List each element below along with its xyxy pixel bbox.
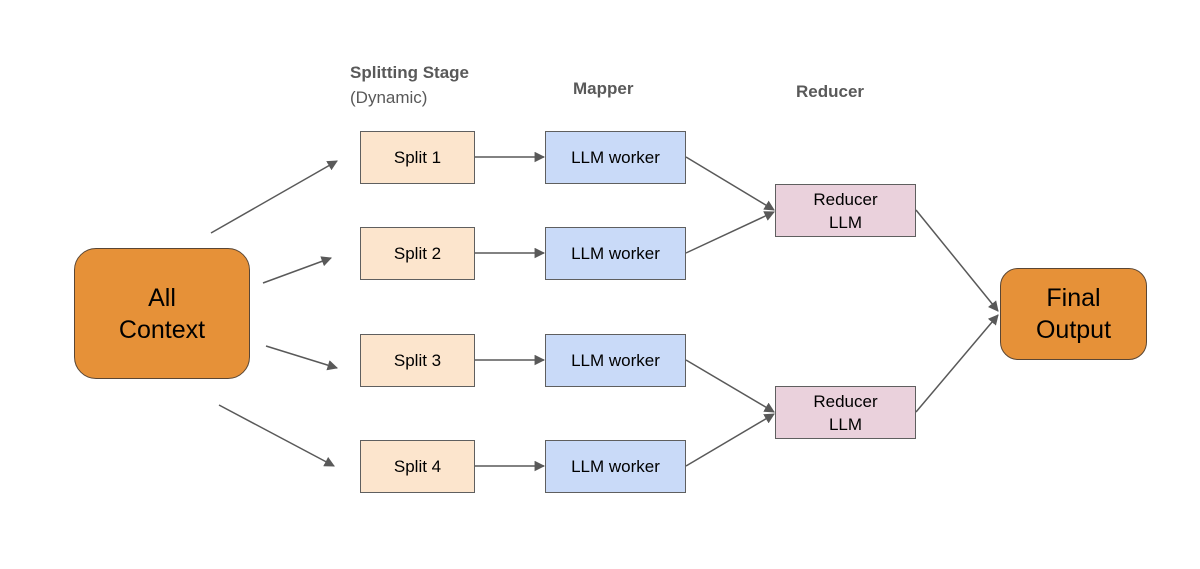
- final-output-line-1: Final: [1046, 284, 1101, 312]
- reducer-header: Reducer: [796, 82, 865, 101]
- reducer-llm-1-line-1: Reducer: [813, 189, 878, 209]
- llm-worker-4-label: LLM worker: [571, 456, 660, 476]
- final-output-line-2: Output: [1035, 316, 1112, 344]
- all-context-node: All Context: [74, 248, 250, 379]
- llm-worker-3-node: LLM worker: [545, 334, 686, 387]
- reducer-llm-2-line-1: Reducer: [813, 391, 878, 411]
- split-2-node: Split 2: [360, 227, 475, 280]
- split-1-label: Split 1: [393, 147, 442, 167]
- all-context-line-1: All: [148, 283, 176, 312]
- mapper-header: Mapper: [573, 79, 634, 98]
- reducer-llm-2-line-2: LLM: [828, 414, 863, 434]
- arrow-worker-4-reducer-2: [685, 413, 775, 467]
- split-2-label: Split 2: [393, 243, 442, 263]
- all-context-line-2: Context: [118, 315, 206, 344]
- arrow-worker-3-reducer-2: [685, 359, 775, 413]
- splitting-stage-subtitle: (Dynamic): [350, 88, 428, 107]
- reducer-llm-1-line-2: LLM: [828, 212, 863, 232]
- llm-worker-3-label: LLM worker: [571, 350, 660, 370]
- reducer-llm-2-node: Reducer LLM: [775, 386, 916, 439]
- arrow-worker-2-reducer-1: [685, 211, 775, 254]
- split-4-node: Split 4: [360, 440, 475, 493]
- split-4-label: Split 4: [393, 456, 442, 476]
- llm-worker-2-label: LLM worker: [571, 243, 660, 263]
- split-3-label: Split 3: [393, 350, 442, 370]
- reducer-llm-1-node: Reducer LLM: [775, 184, 916, 237]
- llm-worker-4-node: LLM worker: [545, 440, 686, 493]
- arrow-worker-1-reducer-1: [685, 156, 775, 211]
- arrow-reducer-1-final: [915, 209, 999, 312]
- arrow-reducer-2-final: [915, 314, 999, 413]
- llm-worker-2-node: LLM worker: [545, 227, 686, 280]
- splitting-stage-header: Splitting Stage: [350, 63, 469, 82]
- arrow-context-split-4: [218, 404, 335, 467]
- llm-worker-1-node: LLM worker: [545, 131, 686, 184]
- arrow-context-split-3: [265, 345, 339, 371]
- final-output-node: Final Output: [1000, 268, 1147, 360]
- arrow-context-split-1: [210, 160, 338, 234]
- llm-worker-1-label: LLM worker: [571, 147, 660, 167]
- split-3-node: Split 3: [360, 334, 475, 387]
- arrow-context-split-2: [262, 256, 332, 284]
- split-1-node: Split 1: [360, 131, 475, 184]
